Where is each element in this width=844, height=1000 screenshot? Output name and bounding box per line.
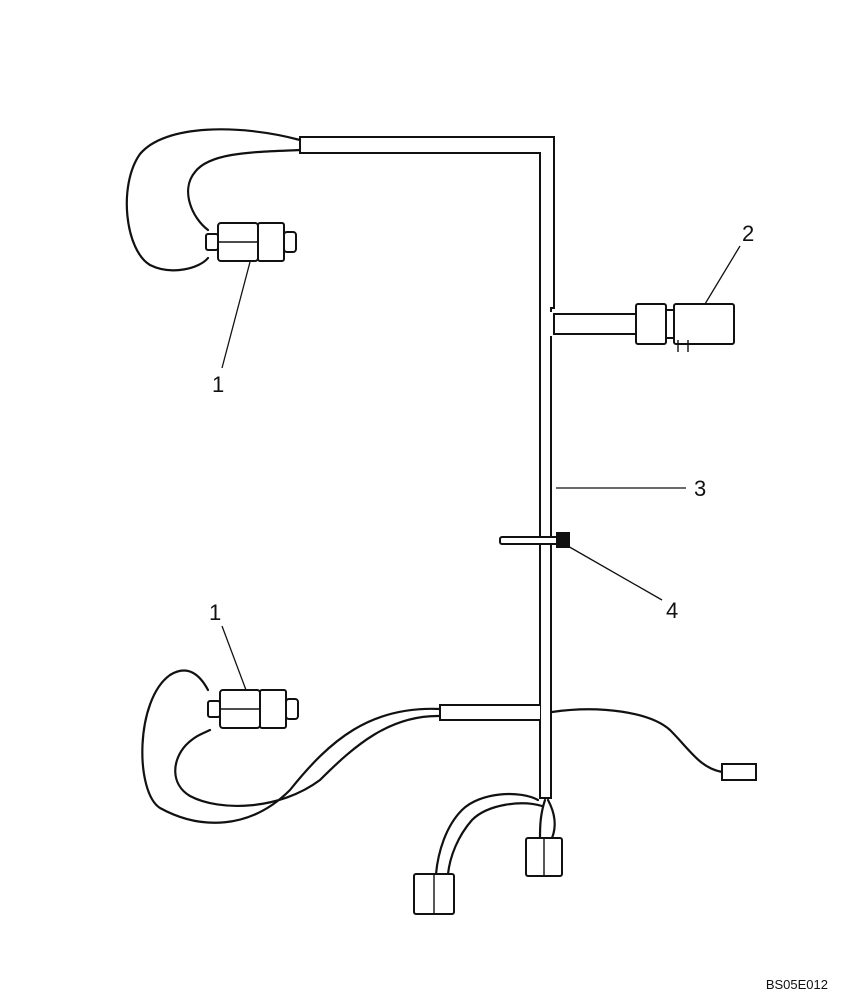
callout-3: 3: [694, 476, 706, 501]
bottom-wire-center-2: [546, 798, 556, 840]
callout-1-lower: 1: [209, 600, 221, 625]
branch-to-connector-2: [549, 312, 637, 336]
bottom-connector-left: [413, 873, 455, 915]
lower-pressure-switch: [207, 689, 299, 729]
callout-2: 2: [742, 221, 754, 246]
upper-switch-wire-return: [187, 148, 302, 232]
right-terminal-wire: [550, 708, 724, 774]
cable-tie: [499, 532, 570, 548]
bottom-wire-left-return: [446, 802, 544, 876]
leader-4: [565, 544, 663, 601]
figure-id: BS05E012: [765, 977, 828, 992]
lower-left-branch: [439, 704, 540, 721]
connector-2: [635, 303, 735, 352]
leader-1-lower: [221, 625, 247, 691]
harness-trunk: [299, 136, 555, 799]
lower-switch-wire-return: [174, 714, 442, 808]
leader-2: [704, 245, 741, 305]
upper-switch-wire: [125, 128, 302, 272]
lower-switch-wire: [141, 669, 442, 824]
bottom-wire-center: [538, 798, 547, 840]
right-terminal: [721, 763, 757, 781]
callout-4: 4: [666, 598, 678, 623]
bottom-connector-center: [525, 837, 563, 877]
leader-1-upper: [221, 261, 251, 369]
upper-pressure-switch: [205, 222, 297, 262]
bottom-wire-left: [434, 792, 540, 876]
callout-1-upper: 1: [212, 372, 224, 397]
